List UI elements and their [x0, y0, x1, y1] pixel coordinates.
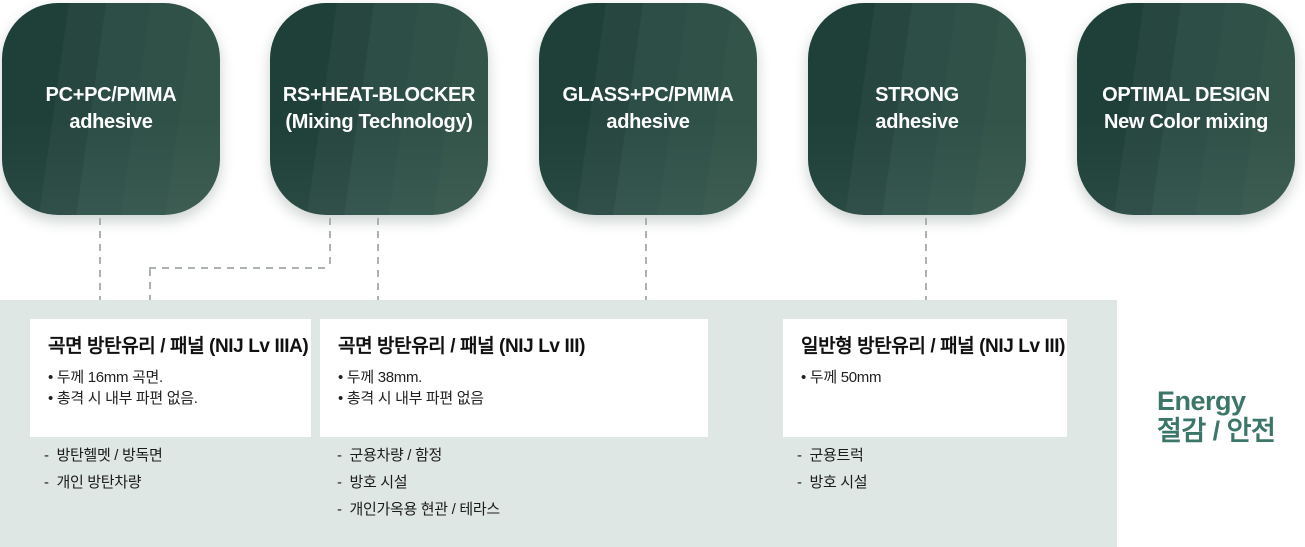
- application-item: 군용차량 / 함정: [337, 448, 500, 463]
- application-item: 방탄헬멧 / 방독면: [44, 448, 162, 463]
- tech-card-rs-heat-blocker: RS+HEAT-BLOCKER (Mixing Technology): [270, 3, 488, 215]
- application-item: 군용트럭: [797, 448, 867, 463]
- connector-line-card4-to-product3: [925, 218, 927, 322]
- product-card-curved-iiia: 곡면 방탄유리 / 패널 (NIJ Lv IIIA) 두께 16mm 곡면. 총…: [30, 319, 311, 437]
- tech-card-label-line1: OPTIMAL DESIGN: [1102, 84, 1270, 106]
- tech-card-label: OPTIMAL DESIGN New Color mixing: [1102, 82, 1270, 136]
- tech-card-label-line2: adhesive: [69, 111, 153, 133]
- spec-item: 총격 시 내부 파편 없음: [338, 388, 692, 409]
- application-list-product1: 방탄헬멧 / 방독면 개인 방탄차량: [44, 448, 163, 502]
- connector-line-card2-to-product1: [149, 269, 151, 322]
- connector-line-card2-elbow-down: [329, 218, 331, 269]
- tech-card-strong-adhesive: STRONG adhesive: [808, 3, 1026, 215]
- application-list-product3: 군용트럭 방호 시설: [797, 448, 867, 502]
- tech-card-glass-pc-pmma: GLASS+PC/PMMA adhesive: [539, 3, 757, 215]
- tech-card-label: PC+PC/PMMA adhesive: [46, 82, 177, 136]
- tech-card-label-line2: adhesive: [875, 111, 959, 133]
- product-card-title: 곡면 방탄유리 / 패널 (NIJ Lv III): [338, 336, 586, 357]
- tech-card-label-line1: GLASS+PC/PMMA: [562, 84, 734, 106]
- energy-highlight-line2: 절감 / 안전: [1157, 416, 1276, 446]
- spec-item: 두께 50mm: [801, 367, 1051, 388]
- application-item: 개인 방탄차량: [44, 475, 163, 490]
- tech-card-label-line1: RS+HEAT-BLOCKER: [282, 84, 476, 106]
- connector-line-card3-to-product2: [645, 218, 647, 322]
- spec-item: 총격 시 내부 파편 없음.: [48, 388, 295, 409]
- application-item: 방호 시설: [797, 475, 867, 490]
- connector-line-card2-elbow-across: [149, 267, 331, 269]
- products-panel: 곡면 방탄유리 / 패널 (NIJ Lv IIIA) 두께 16mm 곡면. 총…: [0, 300, 1117, 547]
- connector-line-card2-to-product2: [377, 218, 379, 322]
- tech-card-label-line1: STRONG: [875, 84, 959, 106]
- tech-card-label: STRONG adhesive: [875, 82, 959, 136]
- product-card-title: 일반형 방탄유리 / 패널 (NIJ Lv III): [801, 336, 1066, 357]
- product-card-standard-iii: 일반형 방탄유리 / 패널 (NIJ Lv III) 두께 50mm: [783, 319, 1067, 437]
- spec-item: 두께 16mm 곡면.: [48, 367, 295, 388]
- spec-list: 두께 50mm: [801, 367, 1051, 388]
- tech-card-pc-pmma-adhesive: PC+PC/PMMA adhesive: [2, 3, 220, 215]
- product-card-curved-iii: 곡면 방탄유리 / 패널 (NIJ Lv III) 두께 38mm. 총격 시 …: [320, 319, 708, 437]
- application-item: 개인가옥용 현관 / 테라스: [337, 502, 500, 517]
- tech-card-label: GLASS+PC/PMMA adhesive: [562, 82, 733, 136]
- spec-list: 두께 16mm 곡면. 총격 시 내부 파편 없음.: [48, 367, 295, 409]
- tech-card-label-line2: (Mixing Technology): [285, 111, 473, 133]
- spec-item: 두께 38mm.: [338, 367, 692, 388]
- energy-highlight: Energy 절감 / 안전: [1157, 386, 1276, 446]
- tech-card-label: RS+HEAT-BLOCKER (Mixing Technology): [282, 82, 476, 136]
- application-item: 방호 시설: [337, 475, 500, 490]
- product-card-title: 곡면 방탄유리 / 패널 (NIJ Lv IIIA): [48, 336, 309, 357]
- tech-card-label-line2: adhesive: [606, 111, 690, 133]
- tech-card-label-line1: PC+PC/PMMA: [45, 84, 177, 106]
- tech-card-optimal-design: OPTIMAL DESIGN New Color mixing: [1077, 3, 1295, 215]
- connector-line-card1-to-product1: [99, 218, 101, 322]
- application-list-product2: 군용차량 / 함정 방호 시설 개인가옥용 현관 / 테라스: [337, 448, 500, 529]
- tech-card-label-line2: New Color mixing: [1103, 111, 1269, 133]
- energy-highlight-line1: Energy: [1157, 386, 1246, 416]
- spec-list: 두께 38mm. 총격 시 내부 파편 없음: [338, 367, 692, 409]
